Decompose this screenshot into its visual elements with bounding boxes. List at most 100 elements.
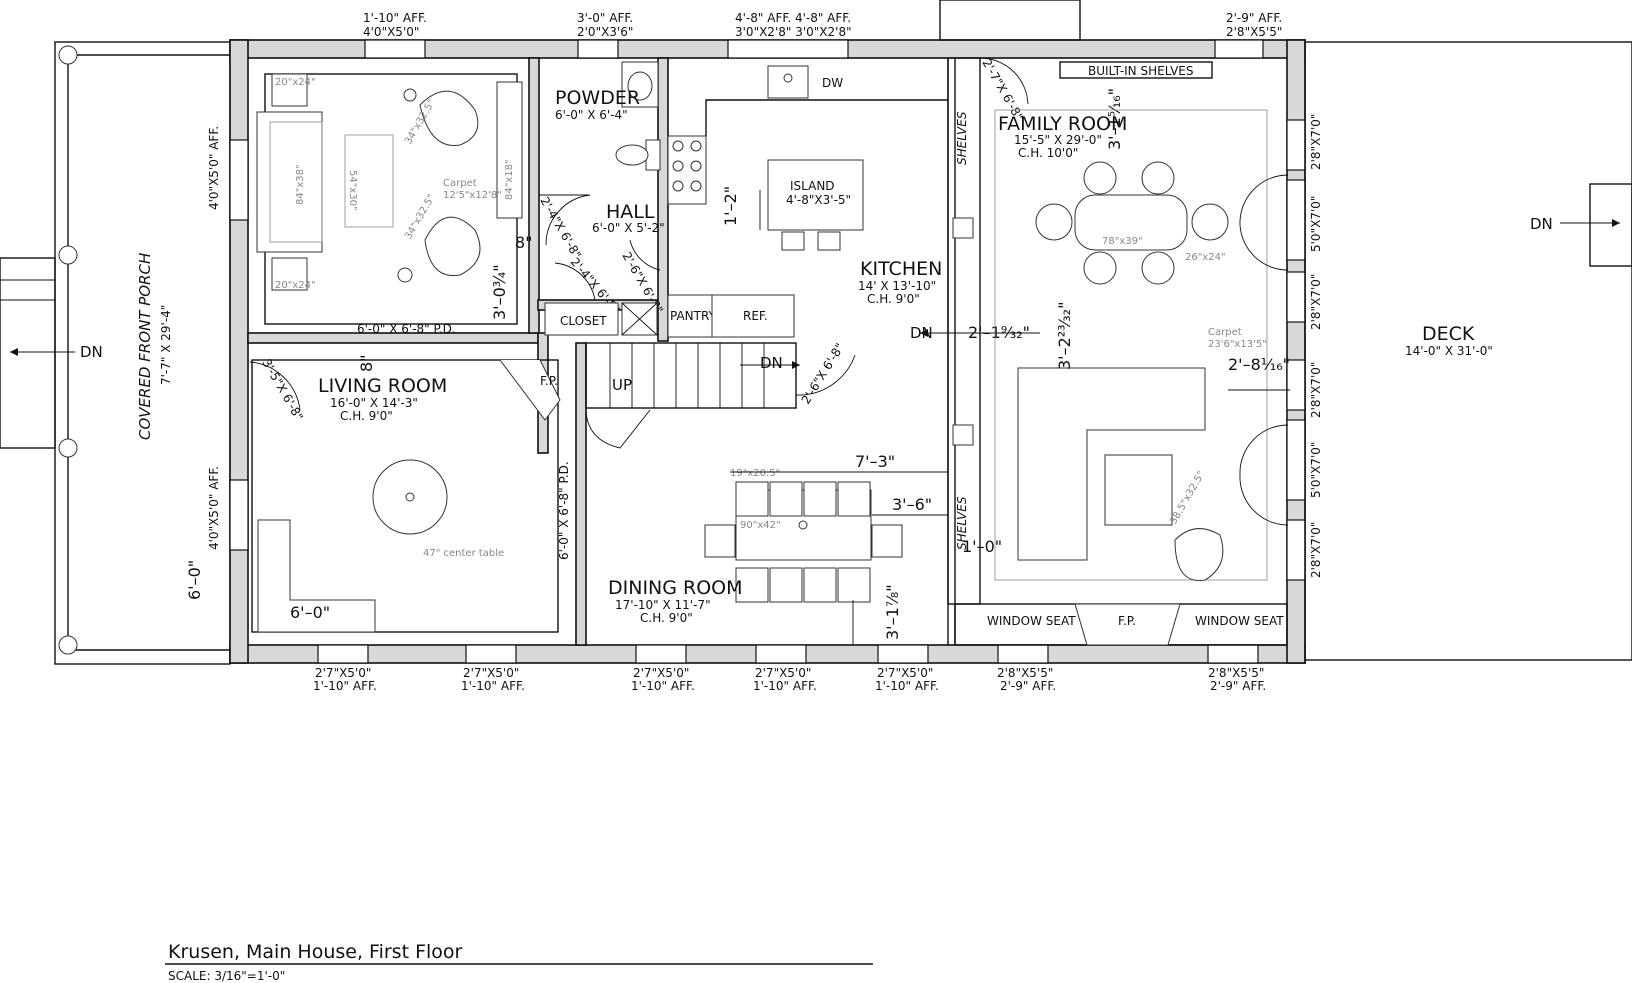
drawing-scale: SCALE: 3/16"=1'-0" bbox=[168, 969, 285, 983]
deck: DN DECK 14'-0" X 31'-0" bbox=[1304, 41, 1632, 661]
family-side-size: 26"x24" bbox=[1185, 252, 1226, 263]
center-table-label: 47" center table bbox=[423, 548, 504, 559]
window-seat-left: WINDOW SEAT bbox=[987, 614, 1076, 628]
dining-ch: C.H. 9'0" bbox=[640, 611, 693, 625]
pd-top-label: 6'-0" X 6'-8" P.D. bbox=[357, 322, 456, 336]
stairs-up-label: UP bbox=[612, 376, 632, 394]
top-window-4-aff: 2'-9" AFF. bbox=[1226, 11, 1282, 25]
bottom-windows: 2'7"X5'0" 1'-10" AFF. 2'7"X5'0" 1'-10" A… bbox=[313, 644, 1266, 693]
right-window-6: 2'8"X7'0" bbox=[1309, 522, 1323, 578]
living-room: F.P. LIVING ROOM 16'-0" X 14'-3" C.H. 9'… bbox=[185, 233, 571, 633]
top-window-2-aff: 3'-0" AFF. bbox=[577, 11, 633, 25]
kitchen-dn-label: DN bbox=[910, 324, 933, 342]
hall-door-1: 2'-4"X 6'-8" bbox=[537, 195, 584, 262]
bottom-window-6-size: 2'8"X5'5" bbox=[997, 666, 1053, 680]
fp-living-label: F.P. bbox=[540, 374, 558, 388]
kitchen-name: KITCHEN bbox=[860, 258, 942, 280]
deck-dn-label: DN bbox=[1530, 215, 1553, 233]
dim-8-a: 8" bbox=[515, 233, 533, 252]
family-name: FAMILY ROOM bbox=[998, 113, 1127, 135]
hall-name: HALL bbox=[606, 201, 655, 223]
title-block: Krusen, Main House, First Floor SCALE: 3… bbox=[165, 941, 873, 983]
right-window-5: 5'0"X7'0" bbox=[1309, 442, 1323, 498]
family-ch: C.H. 10'0" bbox=[1018, 146, 1078, 160]
side-table-2-size: 20"x24" bbox=[275, 280, 316, 291]
bottom-window-7-aff: 2'-9" AFF. bbox=[1210, 679, 1266, 693]
top-window-3-size: 3'0"X2'8" 3'0"X2'8" bbox=[735, 25, 852, 39]
bottom-window-4-aff: 1'-10" AFF. bbox=[753, 679, 817, 693]
closet-label: CLOSET bbox=[560, 314, 607, 328]
powder-room: POWDER 6'-0" X 6'-4" bbox=[555, 61, 661, 171]
family-chair-size: 38.5"x32.5" bbox=[1168, 469, 1207, 526]
kitchen-ch: C.H. 9'0" bbox=[867, 292, 920, 306]
bottom-window-4-size: 2'7"X5'0" bbox=[755, 666, 811, 680]
dim-3-1-16: 3'–1⁵⁄₁₆" bbox=[1105, 88, 1124, 150]
bottom-window-3-aff: 1'-10" AFF. bbox=[631, 679, 695, 693]
kitchen: DW ISLAND 4'-8"X3'-5" KITCHEN 14' X 13'-… bbox=[667, 65, 1124, 342]
porch-name: COVERED FRONT PORCH bbox=[136, 253, 154, 440]
window-seat-right: WINDOW SEAT bbox=[1195, 614, 1284, 628]
dining-table-size: 90"x42" bbox=[740, 520, 781, 531]
bottom-window-7-size: 2'8"X5'5" bbox=[1208, 666, 1264, 680]
ref-label: REF. bbox=[743, 309, 768, 323]
living-size: 16'-0" X 14'-3" bbox=[330, 396, 418, 410]
stair-door-label: 2'-6"X 6'-8" bbox=[799, 341, 847, 407]
top-windows: 1'-10" AFF. 4'0"X5'0" 3'-0" AFF. 2'0"X3'… bbox=[363, 11, 1282, 59]
pd-side-label: 6'-0" X 6'-8" P.D. bbox=[557, 461, 571, 560]
dim-1-2: 1'–2" bbox=[721, 186, 740, 226]
left-windows: 4'0"X5'0" AFF. 4'0"X5'0" AFF. bbox=[207, 126, 249, 551]
family-carpet-size: 23'6"x13'5" bbox=[1208, 339, 1267, 350]
left-window-1: 4'0"X5'0" AFF. bbox=[207, 126, 221, 210]
right-window-2: 5'0"X7'0" bbox=[1309, 196, 1323, 252]
table-size: 54"x30" bbox=[347, 170, 358, 211]
family-carpet-label: Carpet bbox=[1208, 327, 1242, 338]
bottom-window-2-size: 2'7"X5'0" bbox=[463, 666, 519, 680]
dim-2-8-1-16: 2'–8¹⁄₁₆" bbox=[1228, 355, 1290, 374]
side-table-1-size: 20"x24" bbox=[275, 77, 316, 88]
dim-1-0: 1'–0" bbox=[962, 537, 1002, 556]
dining-size: 17'-10" X 11'-7" bbox=[615, 598, 711, 612]
dim-3-6: 3'–6" bbox=[892, 495, 932, 514]
living-name: LIVING ROOM bbox=[318, 375, 447, 397]
dim-3-1-7-8: 3'–1⅞" bbox=[883, 584, 902, 640]
dim-2-9-32: 2'–1⁹⁄₃₂" bbox=[968, 323, 1030, 342]
built-in-label: BUILT-IN SHELVES bbox=[1088, 64, 1193, 78]
family-table-size: 78"x39" bbox=[1102, 236, 1143, 247]
shelves-column: SHELVES SHELVES bbox=[947, 57, 981, 605]
dim-3-2-23-32: 3'–2²³⁄₃₂" bbox=[1055, 302, 1074, 370]
hall-size: 6'-0" X 5'-2" bbox=[592, 221, 665, 235]
carpet-size: 12'5"x12'8" bbox=[443, 190, 502, 201]
dw-label: DW bbox=[822, 76, 843, 90]
carpet-label: Carpet bbox=[443, 178, 477, 189]
dining-chair-size: 19"x20.5" bbox=[730, 468, 780, 479]
bottom-window-3-size: 2'7"X5'0" bbox=[633, 666, 689, 680]
shelves-bottom-label: SHELVES bbox=[955, 496, 969, 550]
dim-6-0-v: 6'–0" bbox=[185, 560, 204, 600]
bottom-window-6-aff: 2'-9" AFF. bbox=[1000, 679, 1056, 693]
console-size: 84"x18" bbox=[504, 159, 515, 200]
shelves-top-label: SHELVES bbox=[955, 111, 969, 165]
top-window-3-aff: 4'-8" AFF. 4'-8" AFF. bbox=[735, 11, 851, 25]
kitchen-size: 14' X 13'-10" bbox=[858, 279, 936, 293]
living-door-label: 3'-5"X 6'-8" bbox=[259, 357, 306, 424]
right-window-1: 2'8"X7'0" bbox=[1309, 114, 1323, 170]
right-window-4: 2'8"X7'0" bbox=[1309, 362, 1323, 418]
powder-name: POWDER bbox=[555, 87, 640, 109]
top-window-1-size: 4'0"X5'0" bbox=[363, 25, 419, 39]
bottom-window-1-aff: 1'-10" AFF. bbox=[313, 679, 377, 693]
family-size: 15'-5" X 29'-0" bbox=[1014, 133, 1102, 147]
bottom-window-5-aff: 1'-10" AFF. bbox=[875, 679, 939, 693]
left-window-2: 4'0"X5'0" AFF. bbox=[207, 466, 221, 550]
sitting-area-furniture: 84"x18" 84"x38" 54"x30" 34"x32.5" 34"x32… bbox=[256, 73, 523, 336]
dim-7-3: 7'–3" bbox=[855, 452, 895, 471]
bottom-window-1-size: 2'7"X5'0" bbox=[315, 666, 371, 680]
dining-name: DINING ROOM bbox=[608, 577, 743, 599]
dim-6-0-h: 6'–0" bbox=[290, 603, 330, 622]
living-ch: C.H. 9'0" bbox=[340, 409, 393, 423]
dim-8-b: 8" bbox=[357, 354, 376, 372]
stairs-dn-label: DN bbox=[760, 354, 783, 372]
deck-size: 14'-0" X 31'-0" bbox=[1405, 344, 1493, 358]
closet-pantry: CLOSET PANTRY REF. bbox=[544, 294, 795, 338]
dim-3-0-3-4: 3'–0¾" bbox=[490, 264, 509, 320]
